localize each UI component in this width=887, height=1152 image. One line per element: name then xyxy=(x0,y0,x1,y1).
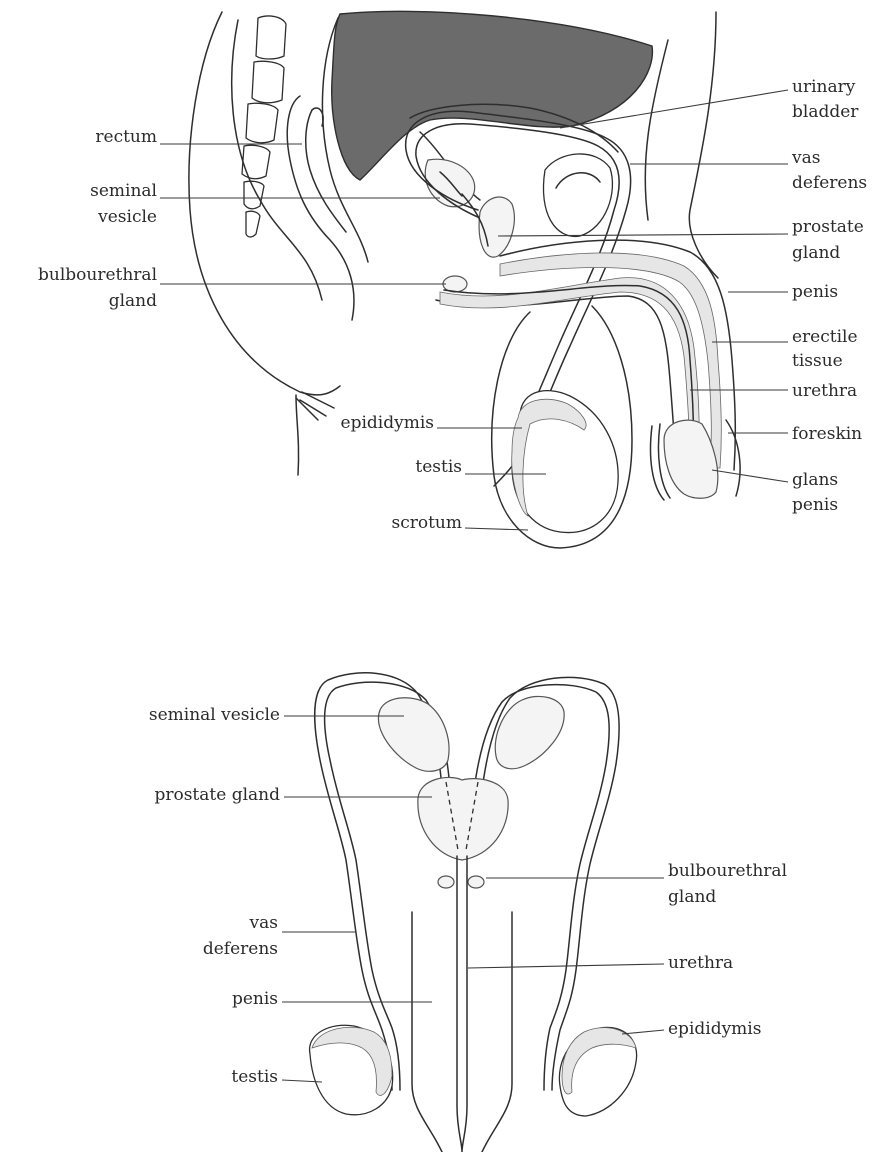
label-prostate-gland-2: gland xyxy=(792,243,840,263)
front-view-labels: seminal vesicle prostate gland vas defer… xyxy=(149,705,787,1087)
label-seminal-vesicle-2: vesicle xyxy=(97,207,157,227)
label-front-vas-deferens-2: deferens xyxy=(203,939,278,959)
label-foreskin: foreskin xyxy=(792,424,862,444)
bulbourethral-gland-shape xyxy=(443,276,467,292)
pubic-bone xyxy=(543,154,612,236)
label-epididymis: epididymis xyxy=(341,413,434,433)
label-front-bulbourethral-gland-1: bulbourethral xyxy=(668,861,787,881)
leader-prostate-gland xyxy=(498,234,788,236)
label-front-seminal-vesicle: seminal vesicle xyxy=(149,705,280,725)
coccyx-vertebrae xyxy=(242,16,286,237)
front-view-diagram xyxy=(310,673,637,1152)
seminal-vesicle-right xyxy=(495,696,564,768)
seminal-vesicle-left xyxy=(378,698,449,772)
leader-glans-penis xyxy=(712,470,788,482)
bulbourethral-gland-right xyxy=(468,876,484,888)
label-seminal-vesicle-1: seminal xyxy=(90,181,157,201)
prostate-gland-shape xyxy=(479,197,514,257)
label-bulbourethral-gland-2: gland xyxy=(109,291,157,311)
bulbourethral-gland-left xyxy=(438,876,454,888)
penis-front-right xyxy=(482,912,512,1152)
label-testis: testis xyxy=(415,457,462,477)
buttock-marks xyxy=(296,392,334,420)
buttock-crease xyxy=(296,395,299,475)
label-urethra: urethra xyxy=(792,381,857,401)
label-front-testis: testis xyxy=(231,1067,278,1087)
label-urinary-bladder-1: urinary xyxy=(792,77,856,97)
label-vas-deferens-2: deferens xyxy=(792,173,867,193)
label-urinary-bladder-2: bladder xyxy=(792,102,859,122)
label-vas-deferens-1: vas xyxy=(791,148,820,168)
label-rectum: rectum xyxy=(95,127,157,147)
label-penis: penis xyxy=(792,282,838,302)
label-front-penis: penis xyxy=(232,989,278,1009)
prostate-gland-front xyxy=(418,777,508,860)
abdominal-wall-outer xyxy=(689,12,718,278)
label-glans-penis-2: penis xyxy=(792,495,838,515)
label-front-epididymis: epididymis xyxy=(668,1019,761,1039)
label-erectile-tissue-1: erectile xyxy=(792,327,858,347)
label-front-vas-deferens-1: vas xyxy=(249,913,278,933)
leader-front-epididymis xyxy=(622,1030,664,1034)
penis-front-left xyxy=(412,912,442,1152)
label-front-bulbourethral-gland-2: gland xyxy=(668,887,716,907)
label-erectile-tissue-2: tissue xyxy=(792,351,843,371)
label-front-prostate-gland: prostate gland xyxy=(154,785,280,805)
label-glans-penis-1: glans xyxy=(792,470,838,490)
urinary-bladder-shape xyxy=(332,11,653,180)
glans-penis-shape xyxy=(664,420,718,498)
urethra-front xyxy=(457,856,467,1152)
side-view-diagram xyxy=(189,11,740,548)
label-prostate-gland-1: prostate xyxy=(792,217,864,237)
label-front-urethra: urethra xyxy=(668,953,733,973)
label-bulbourethral-gland-1: bulbourethral xyxy=(38,265,157,285)
label-scrotum: scrotum xyxy=(391,513,462,533)
